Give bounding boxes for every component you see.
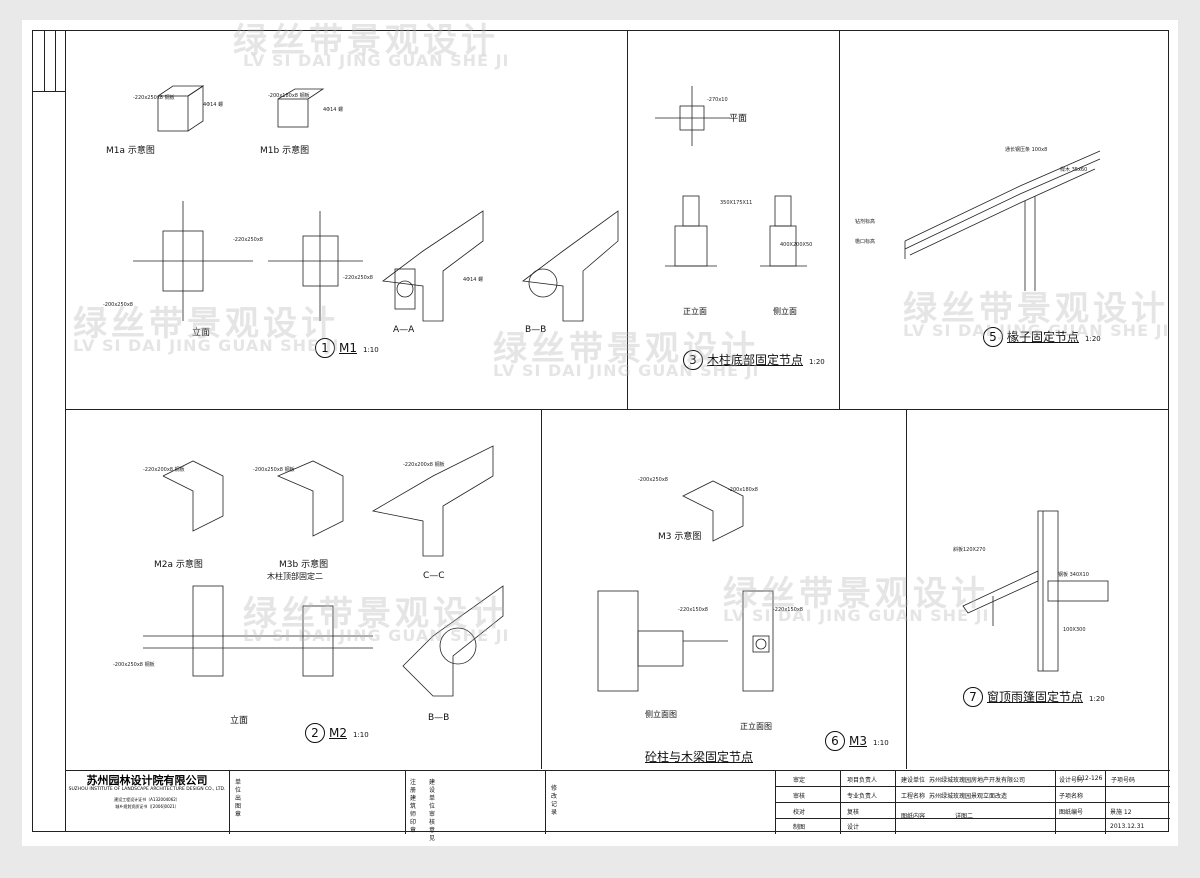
tb-row-draw: 制图 xyxy=(793,824,806,831)
front-elevation-label: 正立面 xyxy=(683,307,707,316)
tb-col-stamp: 单位出图章 xyxy=(235,779,242,818)
section-cc-label: C—C xyxy=(423,571,445,581)
svg-text:4Φ14 螺: 4Φ14 螺 xyxy=(463,276,483,283)
svg-text:-200x250x8 钢板: -200x250x8 钢板 xyxy=(113,661,155,668)
svg-text:100X300: 100X300 xyxy=(1063,627,1086,633)
section-bb-label: B—B xyxy=(525,325,547,335)
watermark-cn: 绿丝带景观设计 xyxy=(233,21,499,61)
tb-row-check: 校对 xyxy=(793,809,806,816)
tb-role-recheck: 复核 xyxy=(847,809,860,816)
tb-drawing-label: 图纸内容 xyxy=(901,813,926,820)
svg-text:-200x250x8: -200x250x8 xyxy=(103,302,133,308)
tb-project: 苏州绿城玫瑰园景观立面改造 xyxy=(929,793,1008,800)
svg-text:-200x250x8 钢板: -200x250x8 钢板 xyxy=(253,466,295,473)
svg-text:-270x10: -270x10 xyxy=(707,97,728,103)
svg-text:-220x150x8: -220x150x8 xyxy=(678,607,708,613)
tb-client-label: 建设单位 xyxy=(901,777,926,784)
plan-label: 平面 xyxy=(729,114,748,124)
m3-label: M3 示意图 xyxy=(658,532,702,542)
m2-elevation-label: 立面 xyxy=(230,716,249,726)
binding-strip xyxy=(33,31,66,831)
tb-role-design: 设计 xyxy=(847,824,860,831)
tb-sheet-no-label: 图纸编号 xyxy=(1059,809,1084,816)
m3b-sub-label: 木柱顶部固定二 xyxy=(267,572,323,581)
detail-3-drawing: -270x10 350X175X11 400X200X50 xyxy=(655,86,812,267)
section-aa-label: A—A xyxy=(393,325,415,335)
svg-text:通长钢压条 100x8: 通长钢压条 100x8 xyxy=(1005,146,1047,153)
tb-project-label: 工程名称 xyxy=(901,793,926,800)
certificate-1: 建设工程设计证书（A132004062） xyxy=(114,797,180,802)
m1a-label: M1a 示意图 xyxy=(106,146,155,156)
tb-role-project-lead: 项目负责人 xyxy=(847,777,878,784)
svg-text:-220x250x8: -220x250x8 xyxy=(233,237,263,243)
tb-row-approve: 审定 xyxy=(793,777,806,784)
tb-sub-item-label: 子项名称 xyxy=(1059,793,1084,800)
svg-text:-220x200x8 钢板: -220x200x8 钢板 xyxy=(143,466,185,473)
svg-text:-220x150x8: -220x150x8 xyxy=(773,607,803,613)
m1-elevation-label: 立面 xyxy=(192,328,211,338)
svg-text:4Φ14 螺: 4Φ14 螺 xyxy=(323,106,343,113)
svg-text:钻剂标高: 钻剂标高 xyxy=(855,218,875,225)
company-name-en: SUZHOU INSTITUTE OF LANDSCAPE ARCHITECTU… xyxy=(68,787,226,792)
svg-text:斜板120X270: 斜板120X270 xyxy=(953,546,986,553)
svg-text:-200x180x8 钢板: -200x180x8 钢板 xyxy=(268,92,310,99)
svg-text:-220x250x8: -220x250x8 xyxy=(343,275,373,281)
title-block: 单位出图章 注册建筑师印章 建设单位审核意见 修改记录 审定 审核 校对 制图 … xyxy=(65,770,1170,842)
tb-row-review: 审核 xyxy=(793,793,806,800)
m3b-label: M3b 示意图 xyxy=(279,560,329,570)
tb-col-architect: 注册建筑师印章 xyxy=(410,779,417,834)
svg-text:4Φ14 螺: 4Φ14 螺 xyxy=(203,101,223,108)
company-name: 苏州园林设计院有限公司 xyxy=(86,774,208,787)
tb-sub-no-label: 子项号码 xyxy=(1111,777,1136,784)
side-elevation-label: 侧立面 xyxy=(773,307,797,316)
tb-date: 2013.12.31 xyxy=(1110,823,1145,830)
svg-text:-220x250x8 钢板: -220x250x8 钢板 xyxy=(133,94,175,101)
tb-sheet-no: 景施 12 xyxy=(1110,809,1132,816)
m2-section-bb-label: B—B xyxy=(428,713,450,723)
watermark-en: LV SI DAI JING GUAN SHE JI xyxy=(243,51,510,70)
svg-text:钢板 340X10: 钢板 340X10 xyxy=(1058,571,1089,578)
tb-role-discipline-lead: 专业负责人 xyxy=(847,793,878,800)
certificate-2: 城乡规划资质证书（[2006]0021） xyxy=(115,804,179,809)
svg-text:檐口标高: 檐口标高 xyxy=(855,238,875,245)
front-view-label: 正立面图 xyxy=(740,722,772,731)
tb-col-client-review: 建设单位审核意见 xyxy=(429,779,436,842)
m3-detail-drawing: -200x250x8 -200x180x8 -220x150x8 -220x150x8 xyxy=(597,477,803,692)
m2a-label: M2a 示意图 xyxy=(154,560,203,570)
m2-detail-drawing: -220x200x8 钢板 -200x250x8 钢板 -220x200x8 钢板 -… xyxy=(113,445,504,697)
svg-text:樑木 35x60: 樑木 35x60 xyxy=(1060,166,1087,173)
tb-design-no-label: 设计号码 xyxy=(1059,777,1084,784)
svg-text:-200x180x8: -200x180x8 xyxy=(728,487,758,493)
tb-design-no: C12-126 xyxy=(1077,775,1103,782)
tb-drawing: 详图二 xyxy=(955,813,974,820)
svg-text:-200x250x8: -200x250x8 xyxy=(638,477,668,483)
detail-7-drawing: 斜板120X270 钢板 340X10 100X300 xyxy=(953,510,1109,672)
tb-client: 苏州绿城玫瑰园房地产开发有限公司 xyxy=(929,777,1026,784)
svg-text:400X200X50: 400X200X50 xyxy=(780,242,812,248)
m3-title: 砼柱与木梁固定节点 xyxy=(645,750,754,764)
side-view-label: 侧立面图 xyxy=(645,710,677,719)
svg-text:350X175X11: 350X175X11 xyxy=(720,200,752,206)
m1b-label: M1b 示意图 xyxy=(260,146,310,156)
svg-text:-220x200x8 钢板: -220x200x8 钢板 xyxy=(403,461,445,468)
tb-col-revisions: 修改记录 xyxy=(551,785,558,816)
